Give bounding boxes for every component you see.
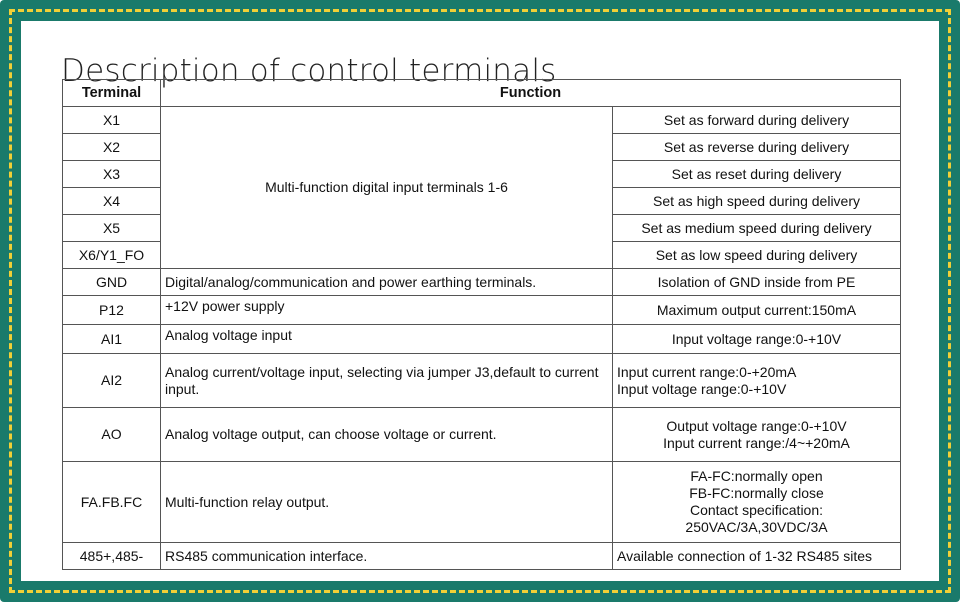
table-row: AI1 Analog voltage input Input voltage r… <box>62 324 901 354</box>
note-x5: Set as medium speed during delivery <box>612 214 901 242</box>
digital-inputs-function: Multi-function digital input terminals 1… <box>160 106 613 269</box>
note-ao-line-2: Input current range:/4~+20mA <box>663 434 850 451</box>
note-ao-line-1: Output voltage range:0-+10V <box>666 417 847 434</box>
terminal-x2: X2 <box>62 133 161 161</box>
note-ao: Output voltage range:0-+10V Input curren… <box>612 407 901 462</box>
function-gnd: Digital/analog/communication and power e… <box>160 268 613 296</box>
terminal-x1: X1 <box>62 106 161 134</box>
note-rs485: Available connection of 1-32 RS485 sites <box>612 542 901 570</box>
function-p12: +12V power supply <box>160 295 613 325</box>
note-relay-line-1: FA-FC:normally open <box>690 468 823 484</box>
header-row: Terminal Function <box>62 79 901 107</box>
terminal-relay: FA.FB.FC <box>62 461 161 543</box>
note-relay-line-3: Contact specification: <box>689 502 824 518</box>
note-x2: Set as reverse during delivery <box>612 133 901 161</box>
table-row: 485+,485- RS485 communication interface.… <box>62 542 901 570</box>
terminal-x6: X6/Y1_FO <box>62 241 161 269</box>
terminal-ai2: AI2 <box>62 353 161 408</box>
function-rs485: RS485 communication interface. <box>160 542 613 570</box>
table-row: X5 Set as medium speed during delivery <box>62 214 901 242</box>
table-row: X6/Y1_FO Set as low speed during deliver… <box>62 241 901 269</box>
table-row: AI2 Analog current/voltage input, select… <box>62 353 901 408</box>
table-row: GND Digital/analog/communication and pow… <box>62 268 901 296</box>
note-x4: Set as high speed during delivery <box>612 187 901 215</box>
note-ai2: Input current range:0-+20mA Input voltag… <box>612 353 901 408</box>
header-terminal: Terminal <box>62 79 161 107</box>
function-ai1: Analog voltage input <box>160 324 613 354</box>
note-ai1: Input voltage range:0-+10V <box>612 324 901 354</box>
function-ao: Analog voltage output, can choose voltag… <box>160 407 613 462</box>
note-x6: Set as low speed during delivery <box>612 241 901 269</box>
terminal-x4: X4 <box>62 187 161 215</box>
note-relay: FA-FC:normally open FB-FC:normally close… <box>612 461 901 543</box>
function-relay: Multi-function relay output. <box>160 461 613 543</box>
header-function: Function <box>160 79 901 107</box>
table-row: AO Analog voltage output, can choose vol… <box>62 407 901 462</box>
note-x3: Set as reset during delivery <box>612 160 901 188</box>
terminal-ai1: AI1 <box>62 324 161 354</box>
note-relay-line-2: FB-FC:normally close <box>689 485 824 501</box>
terminal-rs485: 485+,485- <box>62 542 161 570</box>
note-x1: Set as forward during delivery <box>612 106 901 134</box>
terminals-table: Terminal Function X1 Multi-function digi… <box>62 79 901 570</box>
terminal-gnd: GND <box>62 268 161 296</box>
note-gnd: Isolation of GND inside from PE <box>612 268 901 296</box>
note-ai2-line-2: Input voltage range:0-+10V <box>617 380 787 397</box>
note-relay-line-4: 250VAC/3A,30VDC/3A <box>685 519 828 535</box>
terminal-x3: X3 <box>62 160 161 188</box>
terminal-x5: X5 <box>62 214 161 242</box>
table-row: P12 +12V power supply Maximum output cur… <box>62 295 901 325</box>
table-row: X4 Set as high speed during delivery <box>62 187 901 215</box>
terminal-p12: P12 <box>62 295 161 325</box>
function-ai2: Analog current/voltage input, selecting … <box>160 353 613 408</box>
dashed-border <box>9 9 951 593</box>
terminal-ao: AO <box>62 407 161 462</box>
note-ai2-line-1: Input current range:0-+20mA <box>617 363 797 380</box>
content-panel: Description of control terminals Termina… <box>21 21 939 581</box>
table-row: X1 Multi-function digital input terminal… <box>62 106 901 269</box>
table-row: FA.FB.FC Multi-function relay output. FA… <box>62 461 901 543</box>
note-p12: Maximum output current:150mA <box>612 295 901 325</box>
